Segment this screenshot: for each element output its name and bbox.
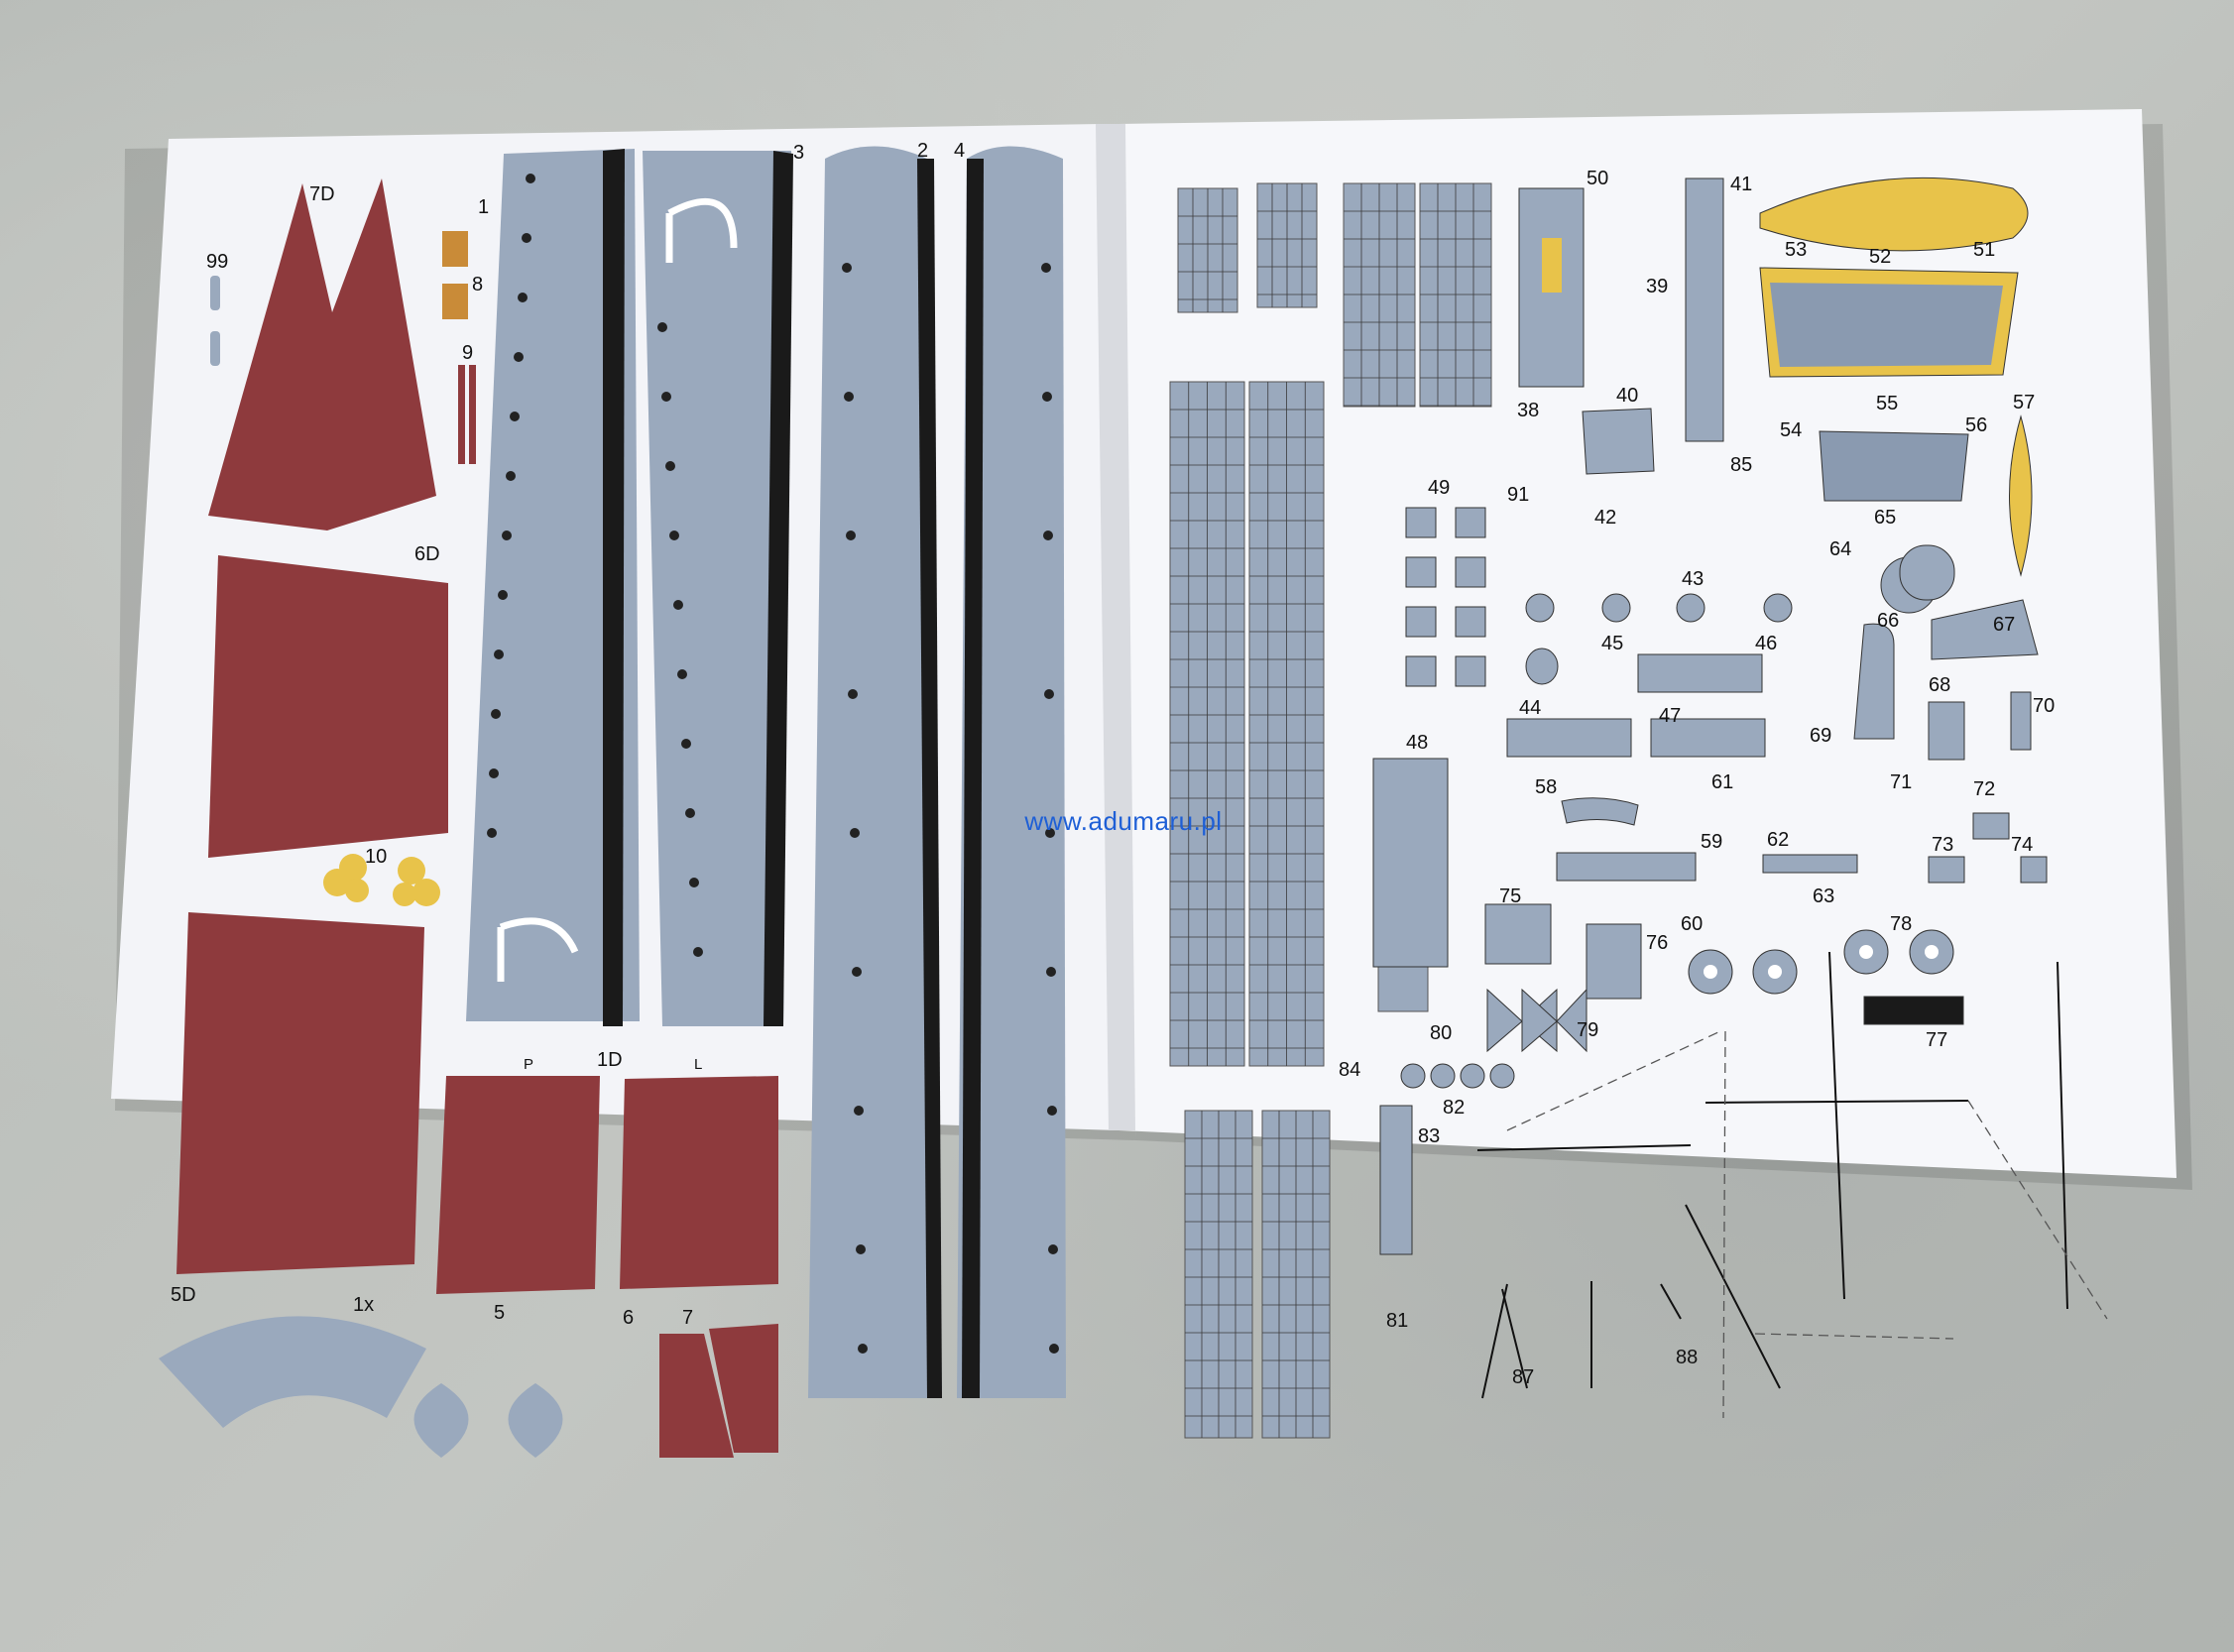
- label-91: 91: [1507, 484, 1529, 506]
- label-84: 84: [1339, 1059, 1360, 1081]
- label-70: 70: [2033, 695, 2055, 717]
- label-42: 42: [1594, 507, 1616, 529]
- part-1x-grey: [159, 1316, 426, 1428]
- part-7d-red: [208, 178, 436, 531]
- label-76: 76: [1646, 932, 1668, 954]
- label-77: 77: [1926, 1029, 1947, 1051]
- label-57: 57: [2013, 392, 2035, 413]
- label-1: 1: [478, 196, 489, 218]
- label-39: 39: [1646, 276, 1668, 297]
- label-68: 68: [1929, 674, 1950, 696]
- label-4: 4: [954, 140, 965, 162]
- part-56-boat: [1819, 430, 1969, 502]
- label-3: 3: [793, 142, 804, 164]
- label-8: 8: [472, 274, 483, 295]
- label-80: 80: [1430, 1022, 1452, 1044]
- label-6d: 6D: [414, 543, 440, 565]
- label-40: 40: [1616, 385, 1638, 407]
- label-85: 85: [1730, 454, 1752, 476]
- label-50: 50: [1587, 168, 1608, 189]
- label-63: 63: [1813, 885, 1834, 907]
- label-58: 58: [1535, 776, 1557, 798]
- label-61: 61: [1711, 771, 1733, 793]
- part-1d-l: [620, 1076, 778, 1289]
- label-49: 49: [1428, 477, 1450, 499]
- part-1d-p: [436, 1076, 600, 1294]
- label-74: 74: [2011, 834, 2033, 856]
- part-3-hull: [643, 151, 791, 1026]
- label-43: 43: [1682, 568, 1704, 590]
- part-57-boat: [2009, 414, 2033, 577]
- part-4-hull: [957, 146, 1066, 1398]
- label-81: 81: [1386, 1310, 1408, 1332]
- label-66: 66: [1877, 610, 1899, 632]
- label-51: 51: [1973, 239, 1995, 261]
- label-1x: 1x: [353, 1294, 374, 1316]
- label-5: 5: [494, 1302, 505, 1324]
- label-59: 59: [1701, 831, 1722, 853]
- label-69: 69: [1810, 725, 1831, 747]
- part-51-boat: [1759, 177, 2029, 252]
- label-2: 2: [917, 140, 928, 162]
- label-78: 78: [1890, 913, 1912, 935]
- label-41: 41: [1730, 174, 1752, 195]
- watermark-url: www.adumaru.pl: [1024, 806, 1223, 836]
- label-1d: 1D: [597, 1049, 623, 1071]
- label-88: 88: [1676, 1347, 1698, 1368]
- label-p: P: [524, 1056, 533, 1073]
- label-73: 73: [1932, 834, 1953, 856]
- label-7d: 7D: [309, 183, 335, 205]
- label-9: 9: [462, 342, 473, 364]
- label-72: 72: [1973, 778, 1995, 800]
- part-2-hull: [808, 146, 942, 1398]
- label-79: 79: [1577, 1019, 1598, 1041]
- label-65: 65: [1874, 507, 1896, 529]
- label-l: L: [694, 1056, 702, 1073]
- label-6: 6: [623, 1307, 634, 1329]
- label-71: 71: [1890, 771, 1912, 793]
- label-87: 87: [1512, 1366, 1534, 1388]
- label-62: 62: [1767, 829, 1789, 851]
- label-75: 75: [1499, 885, 1521, 907]
- label-10: 10: [365, 846, 387, 868]
- part-1-hull: [466, 149, 640, 1021]
- label-52: 52: [1869, 246, 1891, 268]
- label-48: 48: [1406, 732, 1428, 754]
- label-7: 7: [682, 1307, 693, 1329]
- part-6d-red: [208, 555, 448, 858]
- label-55: 55: [1876, 393, 1898, 414]
- label-46: 46: [1755, 633, 1777, 654]
- label-64: 64: [1829, 538, 1851, 560]
- label-60: 60: [1681, 913, 1703, 935]
- label-44: 44: [1519, 697, 1541, 719]
- part-5d-red: [176, 912, 424, 1274]
- label-83: 83: [1418, 1125, 1440, 1147]
- label-53: 53: [1785, 239, 1807, 261]
- label-82: 82: [1443, 1097, 1465, 1119]
- label-99: 99: [206, 251, 228, 273]
- label-67: 67: [1993, 614, 2015, 636]
- label-5d: 5D: [171, 1284, 196, 1306]
- label-54: 54: [1780, 419, 1802, 441]
- label-45: 45: [1601, 633, 1623, 654]
- label-47: 47: [1659, 705, 1681, 727]
- label-56: 56: [1965, 414, 1987, 436]
- label-38: 38: [1517, 400, 1539, 421]
